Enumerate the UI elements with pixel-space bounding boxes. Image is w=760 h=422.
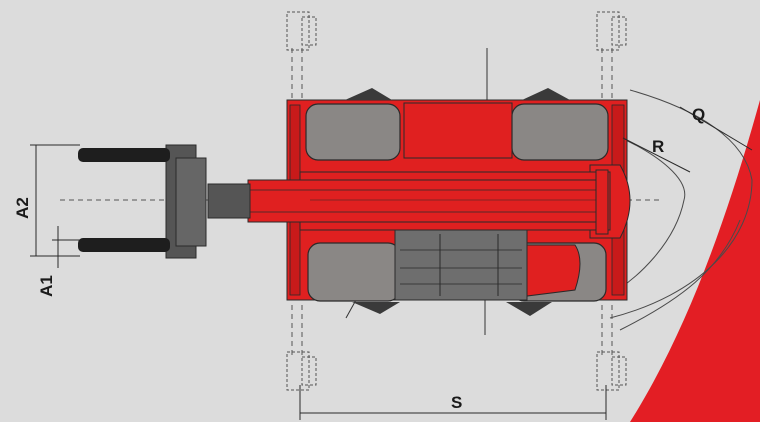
- red-corner-accent: [630, 100, 760, 422]
- q-label: Q: [692, 105, 705, 124]
- boom-inner-section: [247, 179, 607, 223]
- a1-label: A1: [37, 275, 56, 297]
- telescopic-boom: [207, 164, 631, 239]
- operator-cab: [394, 229, 581, 301]
- front-left-tyre: [305, 103, 401, 161]
- lower-fork: [78, 238, 170, 252]
- upper-fork: [78, 148, 170, 162]
- outer-arc-lower: [619, 219, 741, 331]
- fork-assembly: [78, 144, 207, 259]
- boom-head: [207, 183, 251, 219]
- front-right-tyre: [307, 242, 401, 302]
- wheelbase-dimension-line: [299, 385, 607, 420]
- r-label: R: [652, 137, 664, 156]
- rear-left-tyre: [511, 103, 609, 161]
- a2-label: A2: [13, 197, 32, 219]
- inner-turning-arc: [599, 134, 686, 301]
- fork-dimension-lines: [30, 144, 80, 268]
- radius-leader-lines: [622, 106, 753, 173]
- steered-wheel-outlines: [286, 11, 627, 391]
- s-label: S: [451, 393, 462, 412]
